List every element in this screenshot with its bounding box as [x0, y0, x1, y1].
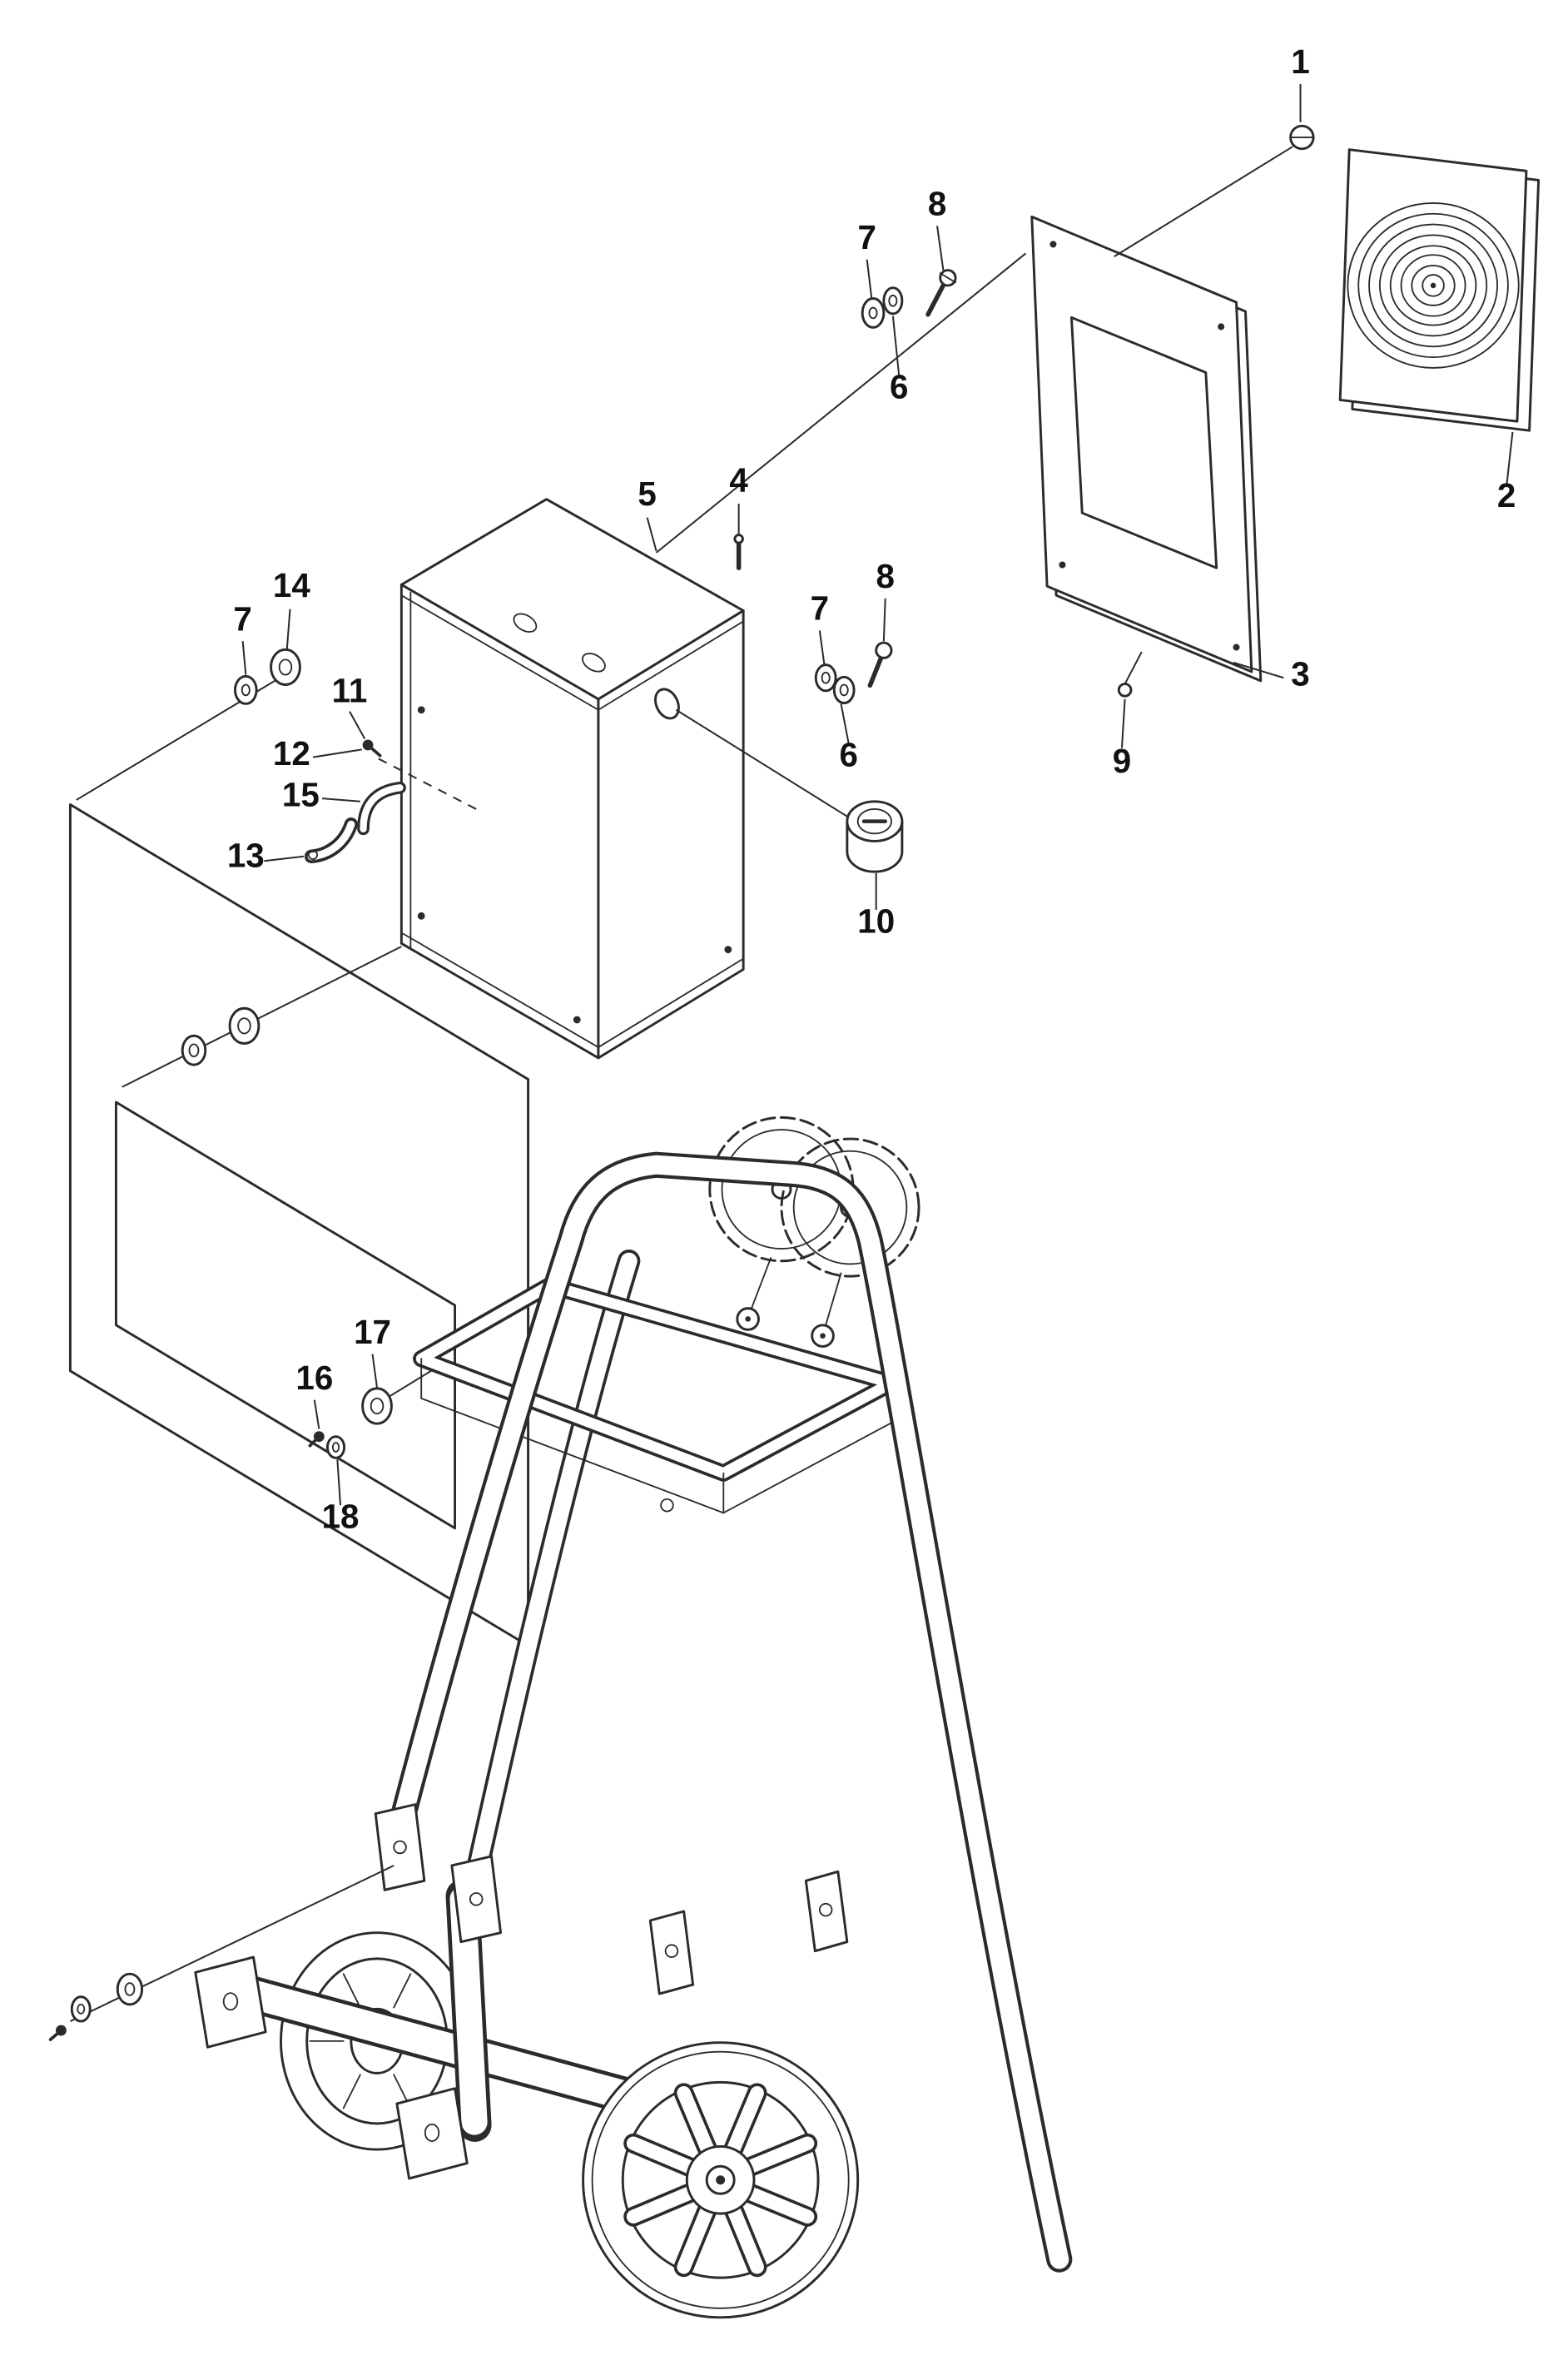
callout-label-3: 3 — [1291, 654, 1309, 693]
callout-label-14: 14 — [273, 566, 310, 604]
top-fastener-cluster — [861, 269, 957, 329]
washer — [181, 1034, 207, 1066]
callout-label-6a: 6 — [890, 368, 908, 406]
callout-label-13: 13 — [227, 837, 265, 875]
fastener-part-1 — [1114, 124, 1315, 257]
grille-rings — [1347, 201, 1520, 369]
screw — [48, 2025, 67, 2041]
basket-fasteners — [308, 1369, 434, 1459]
callout-label-15: 15 — [282, 775, 320, 813]
callout-label-17: 17 — [354, 1313, 391, 1351]
washer — [116, 1972, 144, 2006]
callout-label-7a: 7 — [857, 218, 876, 256]
handle-tube — [380, 1151, 1073, 2273]
callout-label-7b: 7 — [811, 589, 829, 628]
wheel-front — [582, 2041, 860, 2319]
washer — [814, 663, 837, 693]
washer — [234, 674, 258, 705]
washer — [361, 1387, 393, 1425]
rail-socket — [374, 1803, 426, 1891]
callout-label-7c: 7 — [233, 599, 251, 638]
callout-label-10: 10 — [857, 902, 895, 940]
foot-plate — [194, 1955, 267, 2049]
cart — [48, 1115, 1073, 2319]
lock-hole — [654, 688, 680, 720]
grille-panel — [1338, 148, 1541, 432]
rear-rail-tube — [459, 1250, 641, 1914]
callout-leaders — [241, 83, 1514, 1506]
bottom-left-fasteners — [48, 1865, 394, 2041]
screw-part-9 — [1117, 651, 1143, 698]
control-box — [378, 252, 1027, 1060]
washer — [882, 286, 904, 316]
callout-label-8b: 8 — [876, 557, 894, 595]
callout-label-5: 5 — [638, 475, 656, 513]
callout-label-1: 1 — [1291, 42, 1309, 81]
washer — [70, 1995, 92, 2023]
hook-part-13 — [304, 817, 359, 864]
screw — [867, 641, 893, 688]
screw — [925, 269, 957, 317]
callout-label-8a: 8 — [928, 185, 946, 223]
callout-labels: 1 2 3 4 5 6 6 7 7 7 8 8 9 10 11 12 13 14… — [227, 42, 1516, 1536]
callout-label-11: 11 — [332, 672, 368, 710]
pin-part-4 — [733, 534, 744, 570]
washer — [832, 675, 856, 704]
callout-label-4: 4 — [729, 461, 748, 499]
callout-label-16: 16 — [295, 1359, 333, 1397]
screw — [308, 1431, 325, 1448]
mid-fastener-cluster — [675, 641, 904, 873]
callout-label-2: 2 — [1497, 476, 1516, 514]
callout-label-9: 9 — [1113, 742, 1131, 780]
callout-label-18: 18 — [322, 1498, 360, 1536]
callout-label-12: 12 — [273, 734, 310, 773]
washer — [861, 297, 886, 329]
callout-label-6b: 6 — [839, 736, 857, 774]
axle-bracket — [648, 1910, 695, 1995]
left-fastener-cluster — [76, 648, 406, 864]
foot-plate — [395, 2087, 469, 2180]
axle-bracket — [804, 1870, 849, 1953]
washer — [228, 1006, 260, 1045]
mounting-frame — [1030, 215, 1263, 698]
screw-part-11-12 — [362, 739, 382, 758]
washer — [270, 648, 301, 686]
sheet-mount-fasteners — [122, 946, 402, 1088]
lock-cylinder-part-10 — [846, 800, 904, 873]
bracket-part-15 — [357, 781, 406, 836]
wheel-spokes — [623, 2083, 818, 2278]
washer — [325, 1435, 346, 1459]
rail-socket — [450, 1855, 503, 1944]
